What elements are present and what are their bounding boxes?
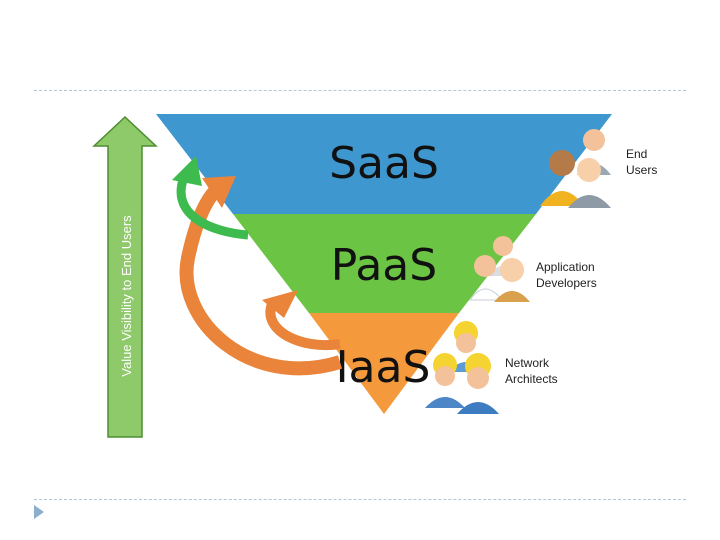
end-users-icon: [540, 129, 611, 208]
tier-paas: [233, 214, 536, 313]
tier-iaas-label: IaaS: [336, 342, 431, 393]
tier-paas-label: PaaS: [331, 240, 437, 291]
tier-saas-label: SaaS: [329, 138, 439, 189]
funnel: SaaS PaaS IaaS: [156, 114, 612, 414]
iaas-to-saas-arrowhead: [202, 176, 236, 208]
developers-label: Application Developers: [536, 260, 597, 290]
tier-iaas: [309, 313, 459, 414]
iaas-to-paas-arrow: [265, 302, 341, 351]
value-arrow: Value Visibility to End Users: [92, 115, 158, 438]
architects-label: Network Architects: [505, 356, 558, 386]
developers-icon: [469, 236, 530, 302]
architects-icon: [425, 321, 499, 414]
tier-saas: [156, 114, 612, 214]
paas-to-saas-arrow: [176, 178, 249, 240]
iaas-to-saas-arrow: [179, 182, 343, 376]
value-arrow-label: Value Visibility to End Users: [119, 215, 134, 377]
top-divider: [34, 90, 686, 91]
iaas-to-paas-arrowhead: [262, 290, 298, 318]
paas-to-saas-arrowhead: [172, 156, 202, 186]
curved-arrows: [172, 156, 343, 376]
end-users-label: End Users: [626, 147, 658, 177]
bullet-icon: [34, 505, 44, 519]
bottom-divider: [34, 499, 686, 500]
